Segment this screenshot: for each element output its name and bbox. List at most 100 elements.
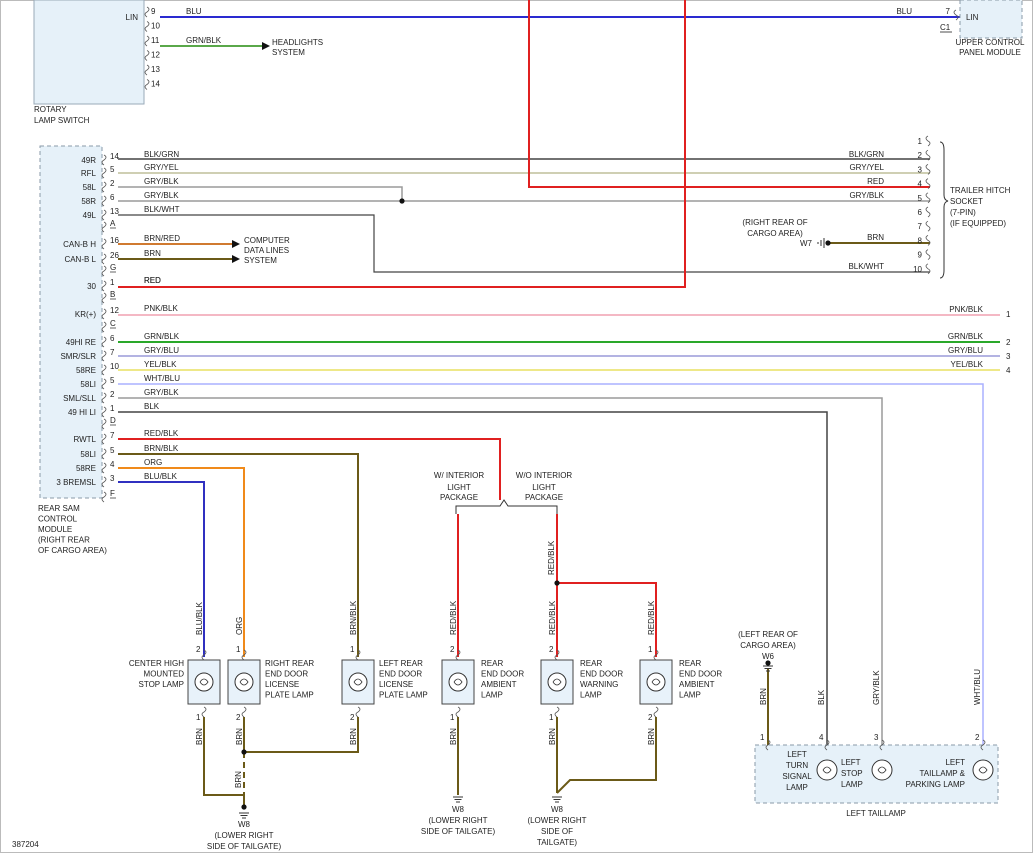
trailer-pin-bracket bbox=[925, 220, 931, 232]
taillamp-tail-3: PARKING LAMP bbox=[906, 780, 965, 789]
ground-loc-1: (LOWER RIGHT bbox=[527, 816, 586, 825]
ground-loc-2: SIDE OF bbox=[541, 827, 573, 836]
lamp-label: RIGHT REAR bbox=[265, 659, 314, 668]
filament-icon bbox=[199, 678, 209, 686]
trailer-pin-bracket bbox=[925, 249, 931, 260]
red-trailer-wire bbox=[528, 0, 930, 188]
wire-label-blk: BLK bbox=[817, 689, 826, 705]
upper-pin-bracket bbox=[953, 9, 959, 21]
lamp-pin-bracket bbox=[554, 649, 560, 661]
pkg-without-2: LIGHT bbox=[532, 483, 556, 492]
trailer-pin-7: 7 bbox=[918, 222, 923, 231]
sam-pin-bracket bbox=[101, 154, 107, 166]
w7-location-2: CARGO AREA) bbox=[747, 229, 803, 238]
sam-pin-bracket bbox=[101, 378, 107, 390]
sam-pin-bracket bbox=[101, 462, 107, 474]
sam-pin-number: D bbox=[110, 416, 116, 425]
rotary-pin-10: 10 bbox=[151, 22, 160, 31]
sam-pin-number: F bbox=[110, 489, 115, 498]
trailer-pin-bracket bbox=[925, 206, 931, 218]
sam-pin-number: 4 bbox=[110, 460, 115, 469]
filament-icon bbox=[353, 678, 363, 686]
rotary-pin-bracket bbox=[144, 6, 150, 18]
lamp-label: END DOOR bbox=[481, 670, 524, 679]
sam-pin-bracket bbox=[101, 221, 107, 233]
sam-pin-number: 6 bbox=[110, 193, 115, 202]
lamp-label: AMBIENT bbox=[679, 680, 715, 689]
w7-location-1: (RIGHT REAR OF bbox=[742, 218, 807, 227]
sam-pin-bracket bbox=[101, 308, 107, 320]
taillamp-stop-3: LAMP bbox=[841, 780, 863, 789]
trailer-pin-2: 2 bbox=[918, 151, 923, 160]
bulb-icon bbox=[972, 759, 994, 781]
sam-pin-number: A bbox=[110, 219, 116, 228]
rotary-pin-bracket bbox=[144, 64, 150, 76]
lamp-pin-bracket bbox=[455, 649, 461, 661]
trailer-pin-4: 4 bbox=[918, 180, 923, 189]
lamp-pin-top: 2 bbox=[549, 645, 554, 654]
taillamp-pin: 3 bbox=[874, 733, 879, 742]
lamp-label: PLATE LAMP bbox=[265, 691, 314, 700]
lamp-top-wire-label: RED/BLK bbox=[548, 600, 557, 635]
lamp-pin-top: 1 bbox=[648, 645, 653, 654]
sam-pin-bracket bbox=[101, 238, 107, 250]
lamp-pin-bracket bbox=[241, 706, 247, 718]
lamp-label: STOP LAMP bbox=[139, 680, 185, 689]
sam-pin-name: 49 HI LI bbox=[68, 408, 96, 417]
sam-pin-number: 2 bbox=[110, 390, 115, 399]
sam-pin-number: 26 bbox=[110, 251, 119, 260]
sam-pin-bracket bbox=[101, 195, 107, 207]
lamp-pin-bracket bbox=[201, 649, 207, 661]
upper-pin-7: 7 bbox=[946, 7, 951, 16]
wire-label-brn: BRN bbox=[234, 771, 243, 788]
lamp-label: MOUNTED bbox=[144, 670, 185, 679]
sam-pin-bracket bbox=[101, 448, 107, 460]
rotary-pin-bracket bbox=[144, 21, 150, 32]
w6-location-2: CARGO AREA) bbox=[740, 641, 796, 650]
sam-wire-label: GRY/YEL bbox=[144, 163, 179, 172]
lamp-pin-bracket bbox=[201, 706, 207, 718]
trailer-brace bbox=[939, 141, 949, 279]
rotary-pin-12: 12 bbox=[151, 51, 160, 60]
right-wire-end-label: GRN/BLK bbox=[948, 332, 984, 341]
pkg-with-3: PACKAGE bbox=[440, 493, 478, 502]
sam-pin-number: 16 bbox=[110, 236, 119, 245]
sam-pin-name: KR(+) bbox=[75, 310, 96, 319]
lamp-pin-bracket bbox=[653, 649, 659, 661]
red-30-wire bbox=[118, 0, 686, 288]
pkg-with-2: LIGHT bbox=[447, 483, 471, 492]
lamp-label: PLATE LAMP bbox=[379, 691, 428, 700]
wire-label-brn-trailer: BRN bbox=[867, 233, 884, 242]
trailer-wire-end-label: GRY/YEL bbox=[849, 163, 884, 172]
upper-lin-label: LIN bbox=[966, 13, 979, 22]
sam-pin-bracket bbox=[101, 406, 107, 418]
splice-dot bbox=[241, 804, 247, 810]
trailer-pin-bracket bbox=[925, 192, 931, 204]
lamp-label: REAR bbox=[580, 659, 602, 668]
taillamp-pin: 4 bbox=[819, 733, 824, 742]
sam-wire-label: BLK/WHT bbox=[144, 205, 180, 214]
taillamp-pin-bracket bbox=[824, 739, 830, 751]
lamp-label: REAR bbox=[481, 659, 503, 668]
lamp-bottom-wire-label: BRN bbox=[349, 728, 358, 745]
lamp-top-wire-label: ORG bbox=[235, 617, 244, 635]
taillamp-tail-2: TAILLAMP & bbox=[920, 769, 966, 778]
right-wire-end-label: PNK/BLK bbox=[949, 305, 983, 314]
sam-pin-name: CAN-B L bbox=[64, 255, 96, 264]
wire-label-red-30: RED bbox=[144, 276, 161, 285]
splice-dot bbox=[399, 198, 405, 204]
bulb-icon bbox=[348, 672, 368, 692]
filament-icon bbox=[239, 678, 249, 686]
sam-pin-number: 3 bbox=[110, 474, 115, 483]
rotary-pin-9: 9 bbox=[151, 7, 156, 16]
blk-wire bbox=[118, 411, 828, 745]
splice-dot bbox=[765, 660, 771, 666]
lamp-bottom-wire-label: BRN bbox=[548, 728, 557, 745]
trailer-pin-bracket bbox=[925, 135, 931, 147]
sam-wire-label: RED bbox=[144, 276, 161, 285]
sam-pin-number: 2 bbox=[110, 179, 115, 188]
rotary-pin-bracket bbox=[144, 35, 150, 47]
trailer-pin-10: 10 bbox=[913, 265, 922, 274]
sam-wire-label: ORG bbox=[144, 458, 162, 467]
filament-icon bbox=[877, 766, 887, 774]
